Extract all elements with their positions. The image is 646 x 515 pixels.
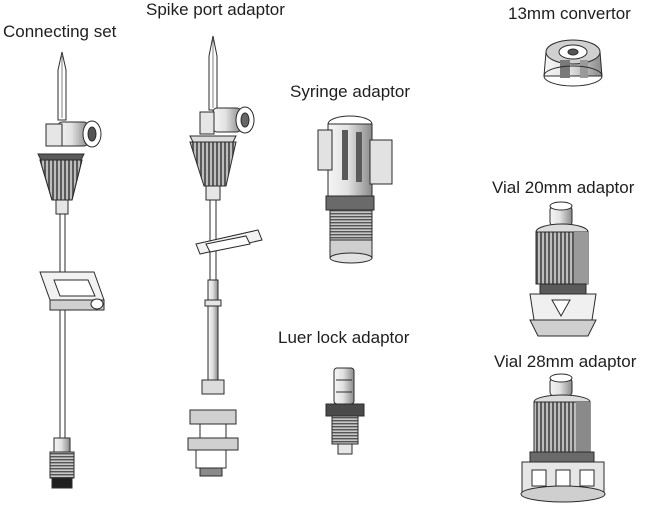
- label-13mm-convertor: 13mm convertor: [508, 4, 631, 23]
- syringe-adaptor-drawing: [317, 115, 393, 264]
- label-syringe-adaptor: Syringe adaptor: [290, 82, 411, 101]
- label-vial-28mm-adaptor: Vial 28mm adaptor: [494, 352, 637, 371]
- vial-28mm-adaptor-drawing: [520, 373, 606, 503]
- 13mm-convertor-drawing: [543, 39, 603, 87]
- label-spike-port-adaptor: Spike port adaptor: [146, 0, 285, 19]
- label-connecting-set: Connecting set: [3, 22, 117, 41]
- spike-port-adaptor-drawing: [187, 35, 263, 477]
- label-vial-20mm-adaptor: Vial 20mm adaptor: [492, 178, 635, 197]
- luer-lock-adaptor-drawing: [325, 367, 365, 455]
- vial-20mm-adaptor-drawing: [529, 201, 597, 337]
- connecting-set-drawing: [37, 51, 105, 489]
- label-luer-lock-adaptor: Luer lock adaptor: [278, 328, 410, 347]
